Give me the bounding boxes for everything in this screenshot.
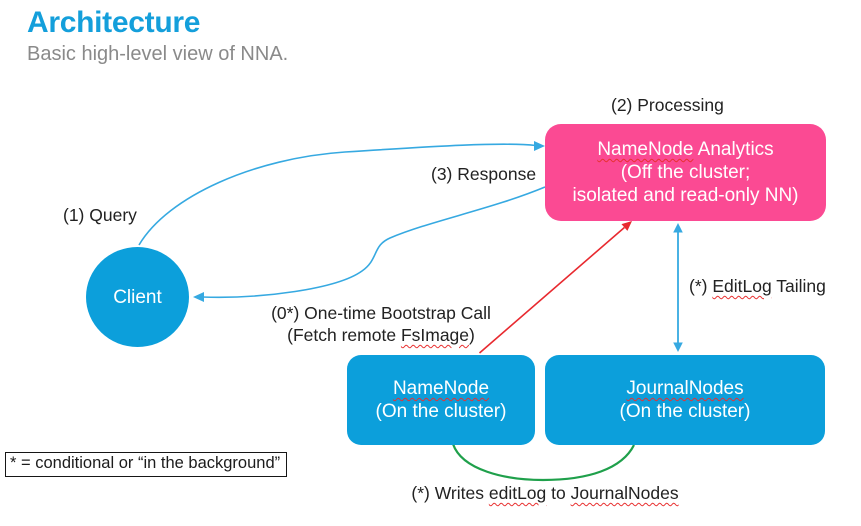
journalnodes-node-sub: (On the cluster) (619, 401, 751, 422)
response-arrow-line (201, 186, 546, 299)
editlog-tailing-suffix: Tailing (771, 276, 826, 296)
writes-label-journalnodes: JournalNodes (570, 483, 679, 503)
query-arrow-line (138, 143, 537, 246)
editlog-tailing-prefix: (*) (689, 276, 713, 296)
journalnodes-node: JournalNodes (On the cluster) (545, 355, 825, 445)
bootstrap-line2-suffix: ) (469, 325, 475, 345)
response-arrowhead (193, 292, 204, 302)
nna-node-title-name: NameNode (597, 139, 694, 160)
writes-label-editlog: editLog (488, 483, 547, 503)
bootstrap-line2-word: FsImage (400, 325, 470, 345)
tailing-arrowhead-bottom (673, 342, 683, 352)
bootstrap-label: (0*) One-time Bootstrap Call (Fetch remo… (250, 302, 512, 346)
page-subtitle: Basic high-level view of NNA. (27, 43, 289, 65)
nna-node-line2: (Off the cluster; (620, 162, 751, 183)
page-title: Architecture (27, 6, 201, 39)
bootstrap-label-line2: (Fetch remote FsImage) (250, 324, 512, 346)
bootstrap-arrowhead (621, 221, 632, 231)
bootstrap-label-line1: (0*) One-time Bootstrap Call (271, 303, 491, 323)
writes-editlog-label: (*) Writes editLog to JournalNodes (398, 483, 692, 504)
namenode-node: NameNode (On the cluster) (347, 355, 535, 445)
legend-box: * = conditional or “in the background” (5, 452, 288, 477)
nna-node-line3: isolated and read-only NN) (572, 185, 799, 206)
client-node: Client (86, 247, 189, 347)
nna-node-title-rest: Analytics (693, 139, 774, 160)
journalnodes-node-title: JournalNodes (626, 378, 744, 399)
writes-arc-line (451, 443, 635, 482)
bootstrap-line2-prefix: (Fetch remote (287, 325, 401, 345)
bootstrap-arrow-line (478, 226, 625, 354)
writes-label-prefix: (*) Writes (411, 483, 489, 503)
query-label: (1) Query (63, 205, 137, 225)
tailing-arrowhead-top (673, 223, 683, 233)
editlog-tailing-word: EditLog (712, 276, 772, 296)
editlog-tailing-label: (*) EditLog Tailing (689, 276, 826, 297)
writes-label-mid: to (546, 483, 571, 503)
query-arrowhead (534, 141, 545, 151)
response-label: (3) Response (431, 164, 537, 184)
namenode-node-title: NameNode (392, 378, 490, 399)
namenode-node-sub: (On the cluster) (375, 401, 507, 422)
client-node-label: Client (113, 286, 162, 308)
namenode-analytics-node: NameNode Analytics (Off the cluster; iso… (545, 124, 826, 221)
processing-label: (2) Processing (611, 95, 724, 115)
nna-node-title: NameNode Analytics (597, 138, 773, 161)
